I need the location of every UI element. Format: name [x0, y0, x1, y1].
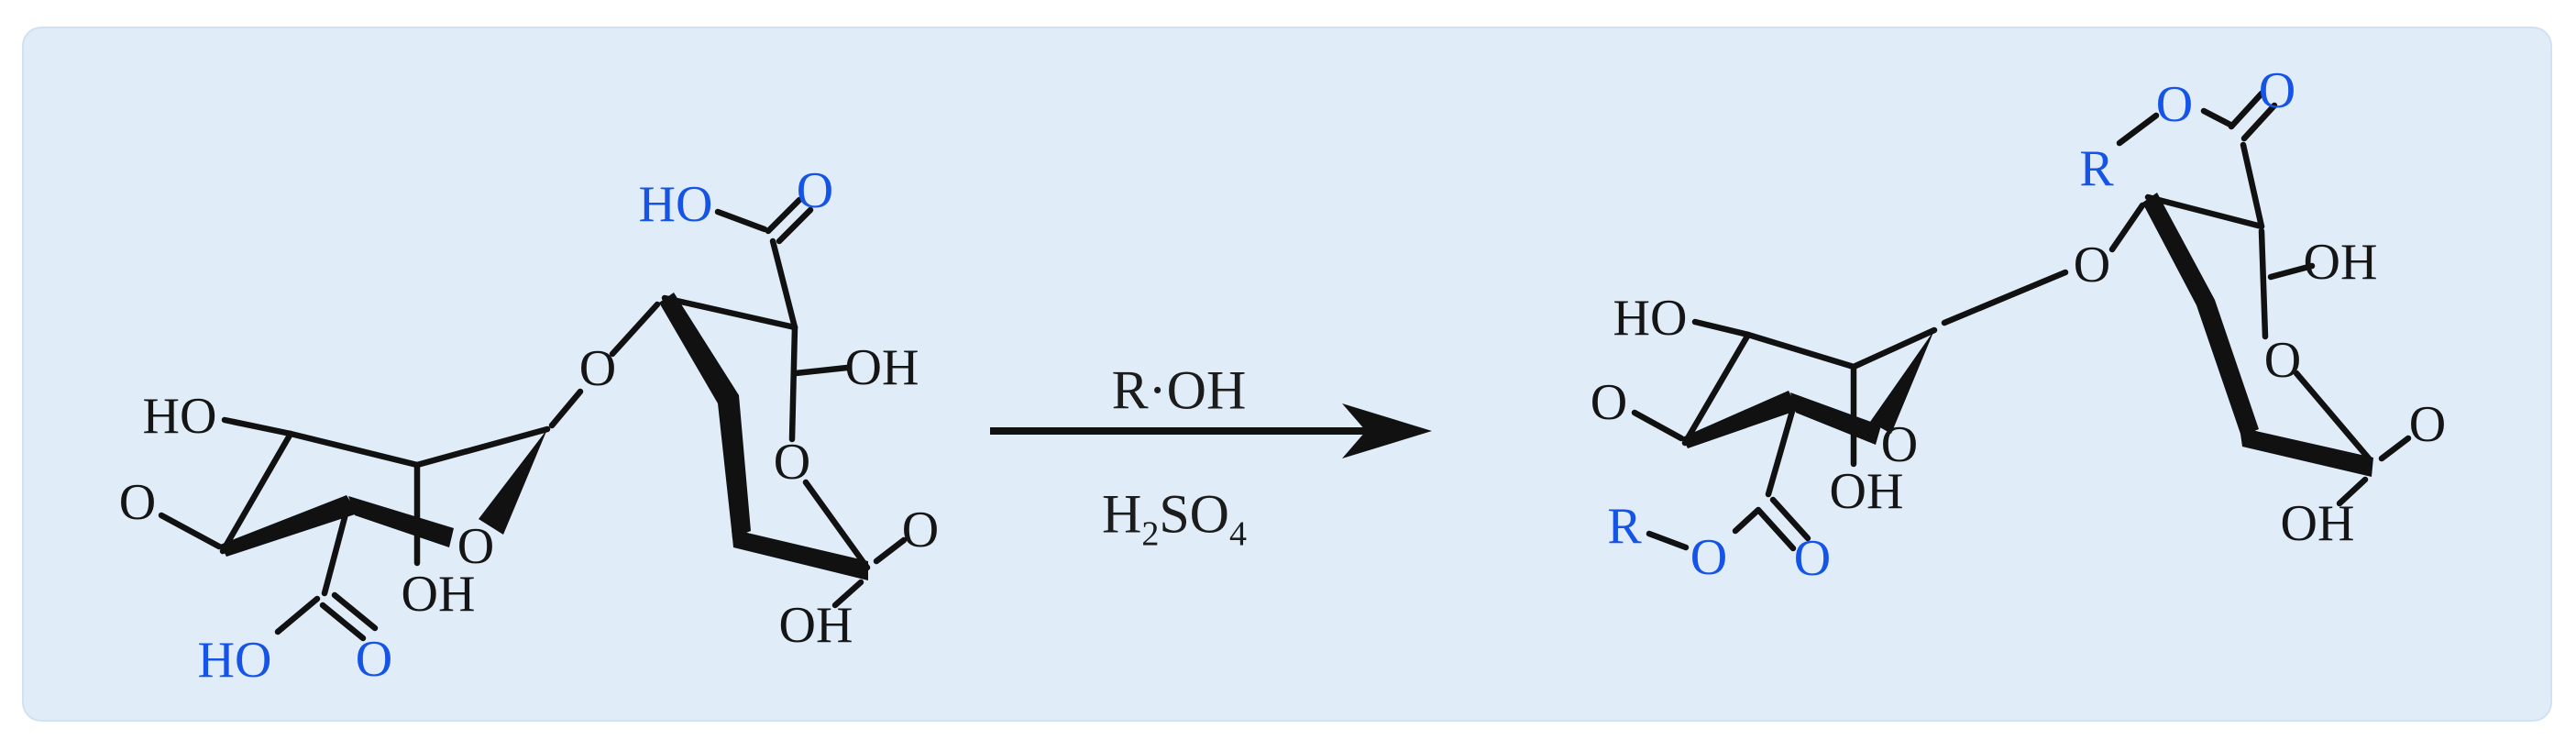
reagent-above-arrow: R·OH	[1112, 360, 1247, 421]
hydroxyl-label: OH	[779, 597, 853, 654]
glycosidic-oxygen-label: O	[579, 340, 616, 397]
hydroxyl-label: OH	[845, 339, 919, 396]
carbonyl-oxygen-label: O	[2259, 62, 2295, 119]
chain-oxygen-label: O	[2409, 396, 2446, 453]
ring-oxygen-label: O	[2264, 332, 2301, 389]
ring-oxygen-label: O	[774, 434, 810, 491]
reagent-below-arrow: H2SO4	[1102, 484, 1247, 554]
hydroxyl-label: OH	[1830, 463, 1904, 520]
hydroxyl-label: OH	[2304, 234, 2378, 291]
reactant-structure	[158, 196, 908, 642]
ester-R-label: R	[2079, 140, 2114, 197]
ester-R-label: R	[1607, 498, 1642, 555]
panel-background	[22, 27, 2552, 722]
carboxyl-hydroxyl-label: HO	[639, 176, 713, 233]
carboxyl-hydroxyl-label: HO	[198, 632, 272, 689]
hydroxyl-label: HO	[1613, 290, 1688, 347]
chain-oxygen-label: O	[902, 502, 939, 558]
chain-oxygen-label: O	[1591, 374, 1627, 431]
carbonyl-oxygen-label: O	[356, 631, 392, 688]
arrowhead-icon	[1342, 403, 1432, 458]
carbonyl-oxygen-label: O	[797, 162, 833, 219]
hydroxyl-label: HO	[143, 388, 217, 445]
ring-oxygen-label: O	[457, 518, 494, 575]
ester-oxygen-label: O	[1690, 529, 1727, 586]
reaction-conditions: R·OH H2SO4	[1102, 360, 1247, 554]
chain-oxygen-label: O	[119, 474, 156, 531]
ring-oxygen-label: O	[1881, 416, 1918, 473]
glycosidic-oxygen-label: O	[2074, 237, 2110, 293]
hydroxyl-label: OH	[402, 566, 476, 623]
ester-oxygen-label: O	[2156, 76, 2193, 133]
hydroxyl-label: OH	[2281, 495, 2355, 552]
carbonyl-oxygen-label: O	[1794, 530, 1831, 587]
reaction-arrow	[990, 403, 1432, 458]
product-structure	[1631, 90, 2412, 552]
